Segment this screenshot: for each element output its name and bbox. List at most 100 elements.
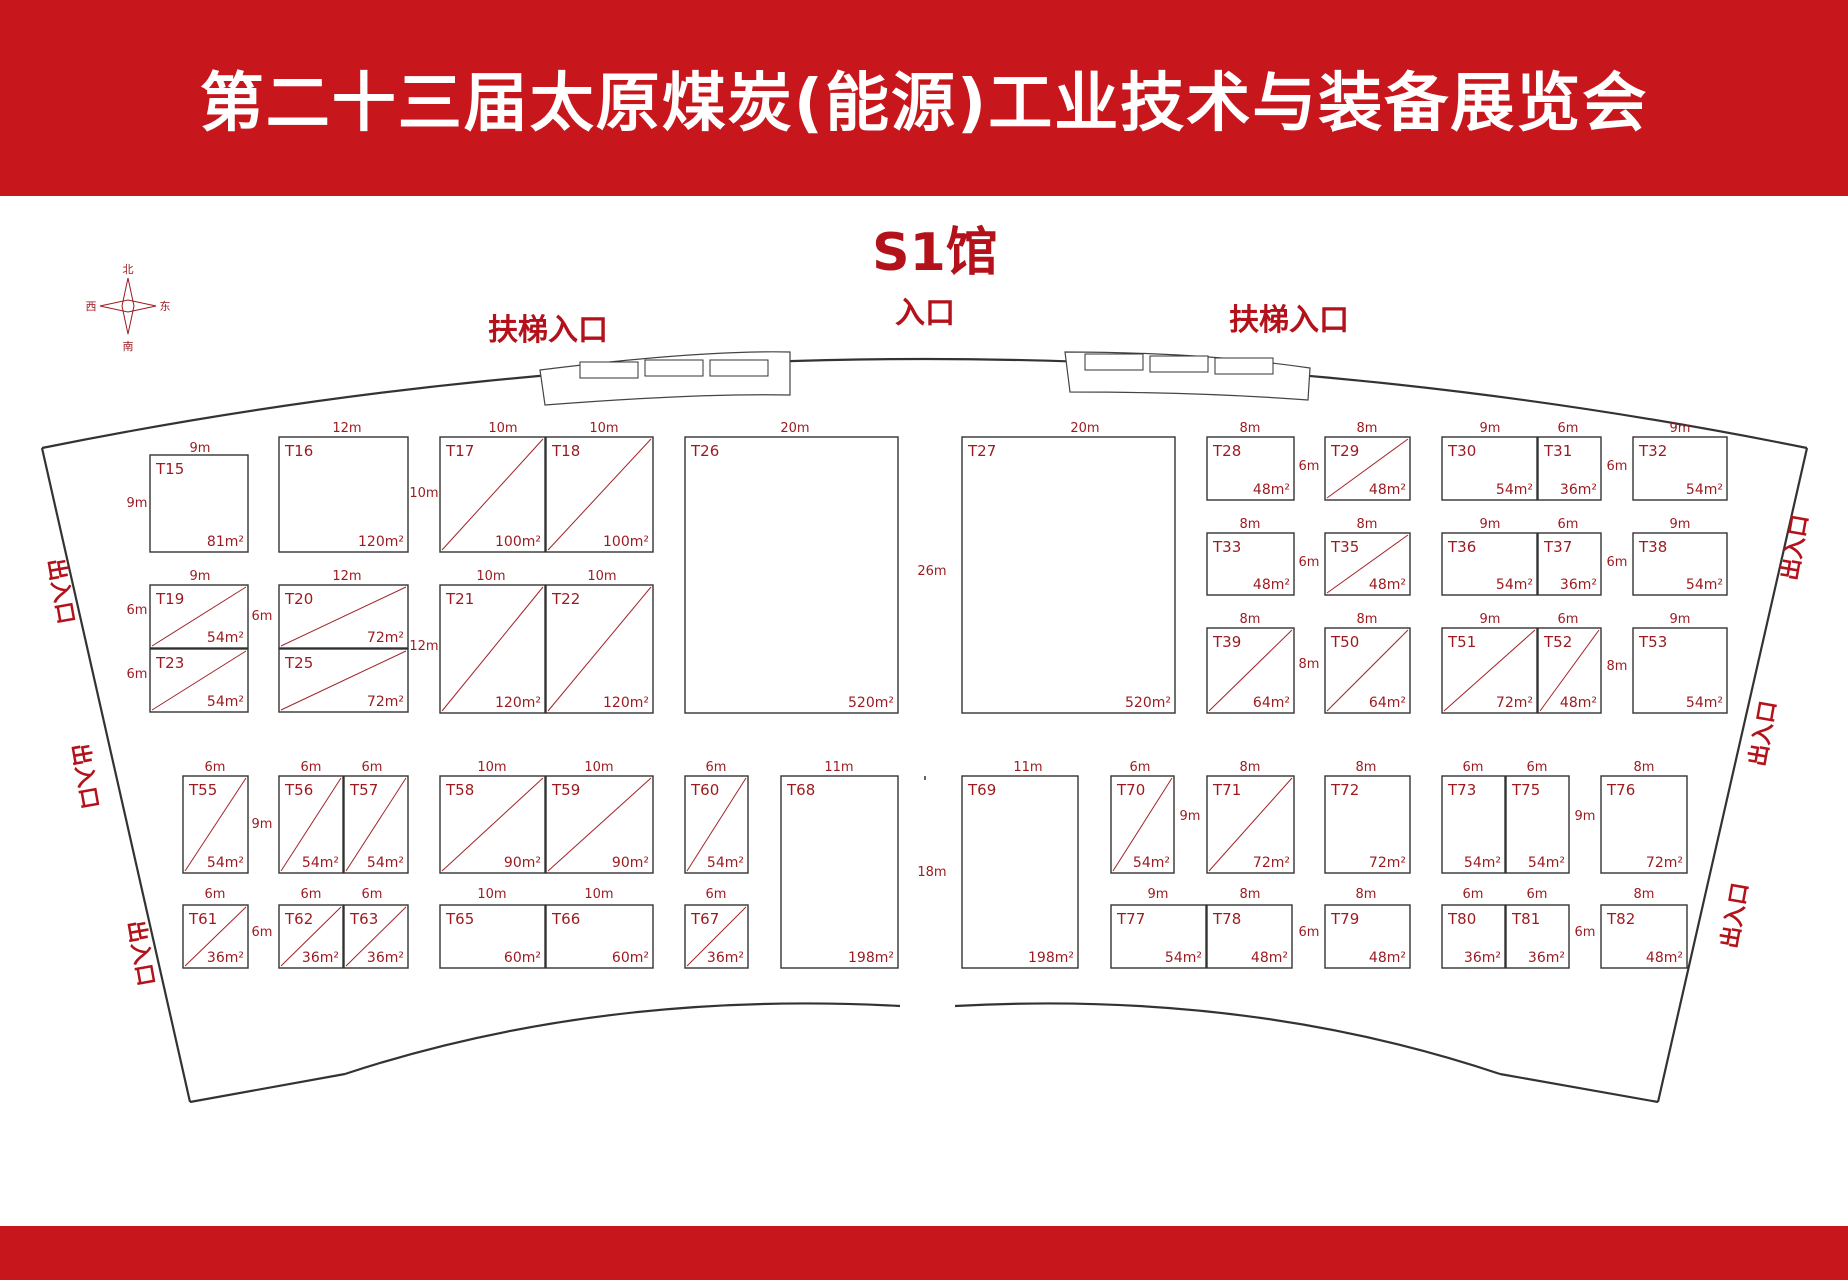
booth-outline[interactable] [1600,775,1688,874]
dimension-label: 11m [824,760,853,775]
booth-outline[interactable] [1324,775,1411,874]
booth-outline[interactable] [1441,904,1506,969]
booth-outline[interactable] [1600,904,1688,969]
booth-area: 60m² [612,950,649,966]
booth-id: T62 [284,910,313,928]
booth-area: 72m² [1496,695,1533,711]
dimension-label: 9m [190,441,211,456]
booth-outline[interactable] [961,775,1079,969]
booth-outline[interactable] [278,436,409,553]
booth-area: 64m² [1253,695,1290,711]
booth-outline[interactable] [1441,532,1538,596]
booth-area: 48m² [1253,577,1290,593]
booth-outline[interactable] [149,454,249,553]
booth-area: 60m² [504,950,541,966]
booth-outline[interactable] [961,436,1176,714]
booth-outline[interactable] [1441,775,1506,874]
dimension-label: 6m [127,667,148,682]
booth-outline[interactable] [1505,775,1570,874]
booth-outline[interactable] [545,904,654,969]
booth-outline[interactable] [780,775,899,969]
booth-outline[interactable] [1441,436,1538,501]
booth-area: 54m² [1165,950,1202,966]
booth-outline[interactable] [1206,436,1295,501]
dimension-label: 9m [1180,809,1201,824]
booth-area: 198m² [1028,950,1074,966]
booth-id: T36 [1447,538,1476,556]
booth-outline[interactable] [1537,532,1602,596]
booth-t66[interactable]: T66 60m² [545,904,654,969]
booth-id: T16 [284,442,313,460]
booth-outline[interactable] [1632,532,1728,596]
booth-outline[interactable] [1537,436,1602,501]
booth-outline[interactable] [1505,904,1570,969]
booth-outline[interactable] [1632,436,1728,501]
dimension-label: 6m [1558,421,1579,436]
dimension-label: 8m [1634,760,1655,775]
booth-outline[interactable] [684,436,899,714]
booth-outline[interactable] [439,904,546,969]
booth-outline[interactable] [1206,532,1295,596]
booth-outline[interactable] [1324,904,1411,969]
booth-outline[interactable] [1110,904,1207,969]
booth-diagonal [1326,629,1409,712]
booth-id: T66 [551,910,580,928]
booth-outline[interactable] [1632,627,1728,714]
booth-outline[interactable] [1206,904,1293,969]
booth-id: T73 [1447,781,1476,799]
booth-id: T20 [284,590,313,608]
